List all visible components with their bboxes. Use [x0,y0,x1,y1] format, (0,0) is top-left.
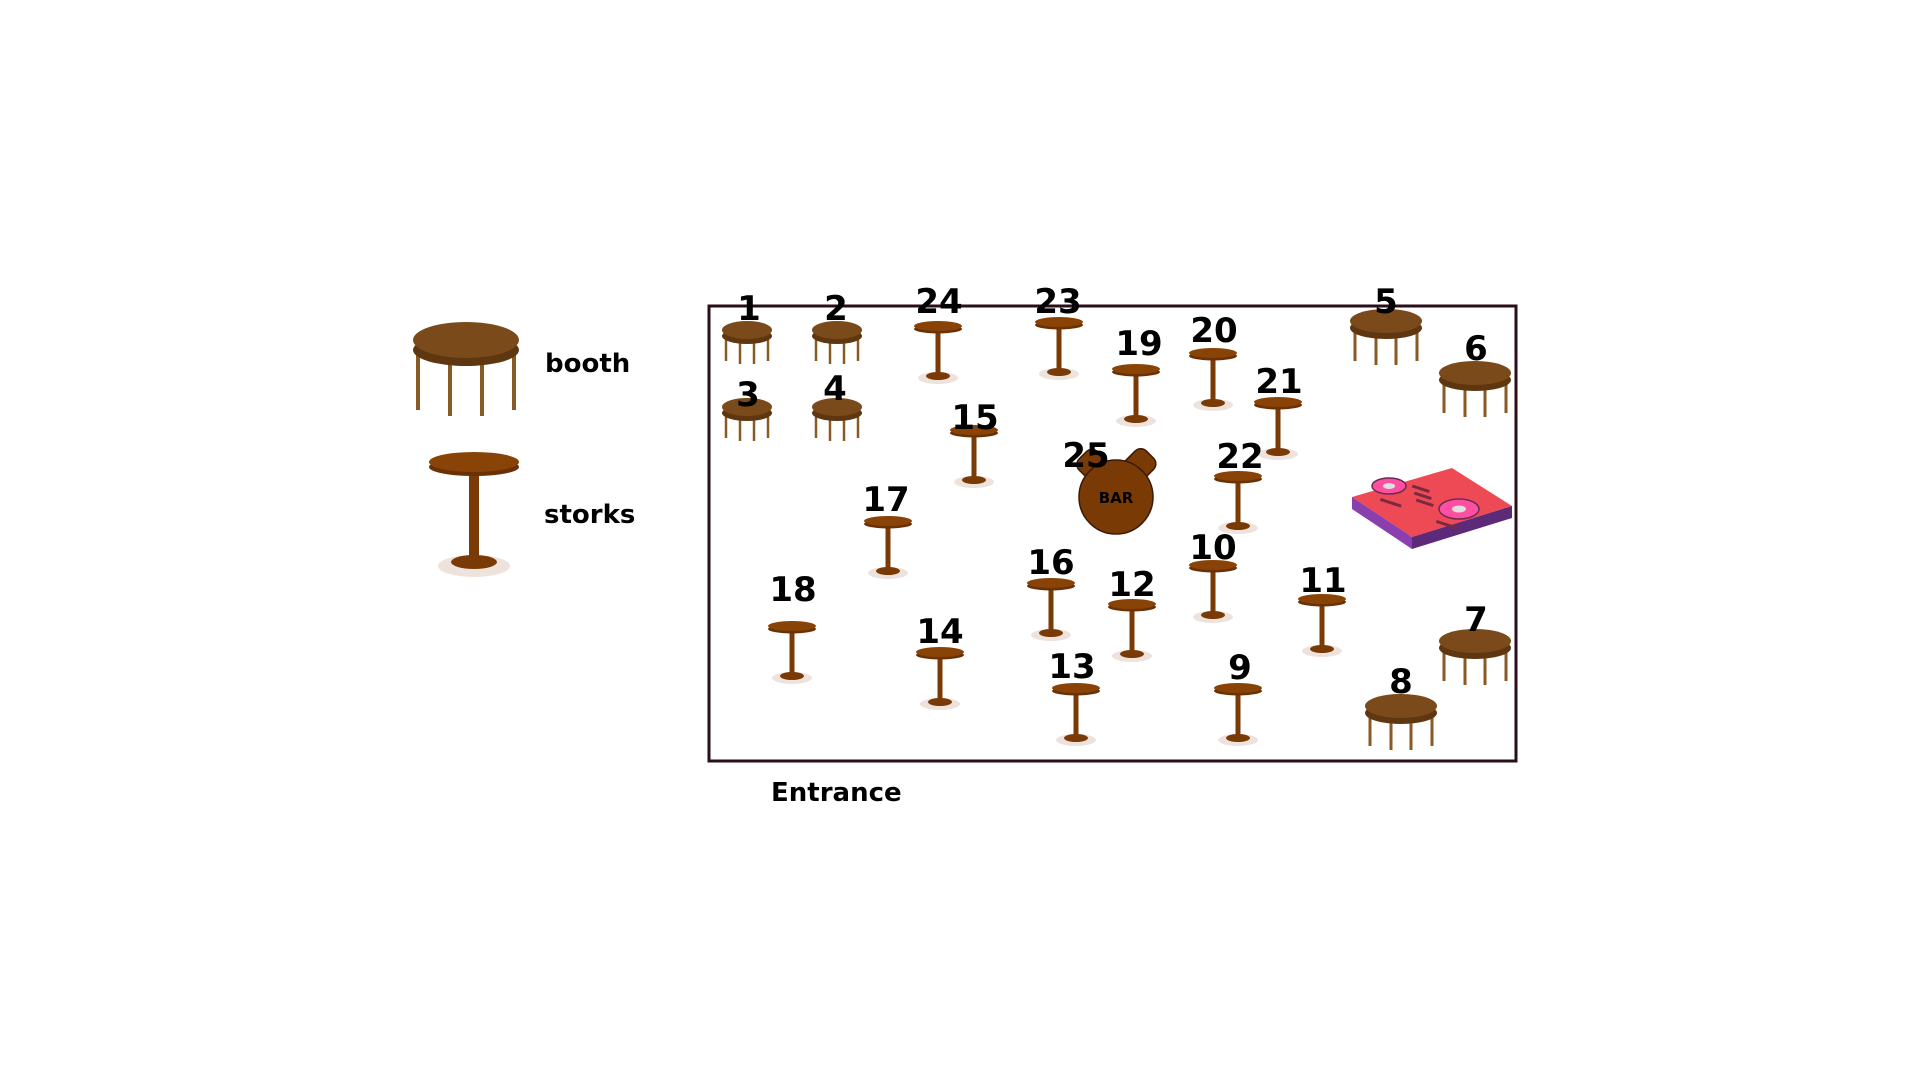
bar-label: BAR [1099,489,1134,507]
stork-table-20[interactable] [1189,348,1237,411]
stork-table-18[interactable] [768,621,816,684]
table-label-8: 8 [1389,662,1413,702]
table-label-11: 11 [1299,561,1346,601]
table-label-5: 5 [1374,282,1398,322]
table-label-21: 21 [1255,362,1302,402]
stork-table-17[interactable] [864,516,912,579]
table-label-15: 15 [951,398,998,438]
stork-table-22[interactable] [1214,471,1262,534]
table-label-25: 25 [1062,436,1109,476]
table-label-1: 1 [737,289,761,329]
stork-table-11[interactable] [1298,594,1346,657]
stork-table-13[interactable] [1052,683,1100,746]
stork-table-10[interactable] [1189,560,1237,623]
table-label-23: 23 [1034,282,1081,322]
bar-table-25[interactable]: BAR [1074,445,1160,535]
stork-table-12[interactable] [1108,599,1156,662]
table-label-16: 16 [1027,543,1074,583]
table-label-6: 6 [1464,329,1488,369]
table-label-2: 2 [824,289,848,329]
table-label-20: 20 [1190,311,1237,351]
stork-table-24[interactable] [914,321,962,384]
table-label-24: 24 [915,282,962,322]
room-outline [707,304,1518,763]
table-label-14: 14 [916,612,963,652]
dj-controller-icon [1352,468,1512,549]
table-label-10: 10 [1189,528,1236,568]
stork-table-9[interactable] [1214,683,1262,746]
table-label-19: 19 [1115,324,1162,364]
table-label-4: 4 [823,369,847,409]
table-label-13: 13 [1048,647,1095,687]
stork-table-23[interactable] [1035,317,1083,380]
booth-table-8[interactable] [1363,692,1439,752]
table-label-3: 3 [736,375,760,415]
entrance-label: Entrance [771,778,902,808]
legend-booth-icon [411,320,521,418]
table-label-22: 22 [1216,437,1263,477]
table-label-7: 7 [1464,600,1488,640]
stork-table-16[interactable] [1027,578,1075,641]
table-label-17: 17 [862,480,909,520]
legend-stork-icon [429,452,519,577]
legend-booth-label: booth [545,349,630,379]
legend-storks-label: storks [544,500,635,530]
booth-table-6[interactable] [1437,359,1513,419]
table-label-18: 18 [769,570,816,610]
table-label-12: 12 [1108,565,1155,605]
stork-table-14[interactable] [916,647,964,710]
table-label-9: 9 [1228,648,1252,688]
stork-table-19[interactable] [1112,364,1160,427]
